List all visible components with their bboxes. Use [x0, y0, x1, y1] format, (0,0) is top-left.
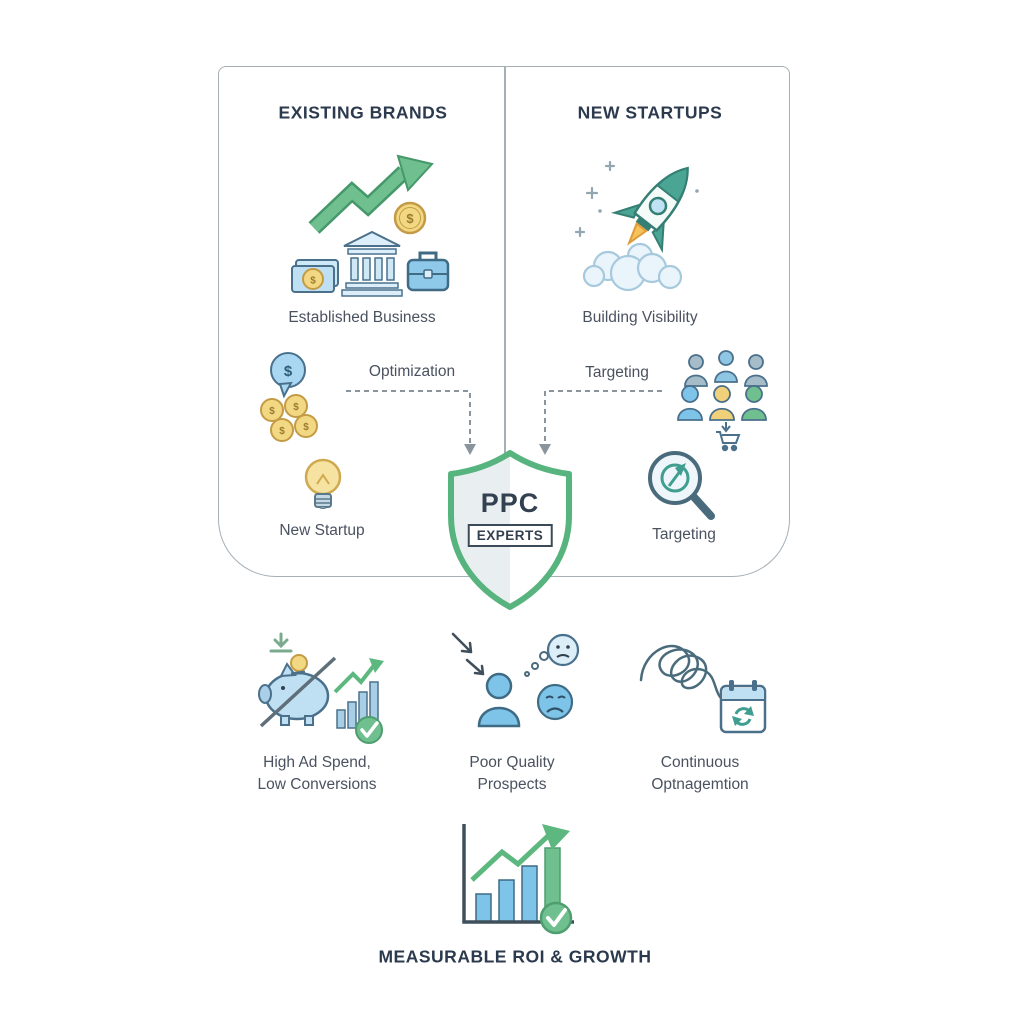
person-back-3 — [744, 354, 768, 387]
right-caption-top: Building Visibility — [582, 309, 698, 326]
slash-line — [259, 656, 337, 728]
person-front-3 — [741, 385, 767, 421]
high-ad-spend-icon — [258, 632, 384, 744]
continuous-work-icon — [639, 644, 767, 734]
person-front-1 — [677, 385, 703, 421]
rocket-body — [611, 166, 689, 254]
crowd-icon — [677, 350, 768, 452]
tangle-scribble — [639, 644, 725, 702]
piggy-bank-icon — [258, 654, 330, 726]
shield-title: PPC — [480, 488, 540, 518]
coin-stack: $ $ $ $ — [260, 394, 318, 442]
growth-arrow-icon: $ — [308, 154, 434, 235]
person-front-2 — [709, 385, 735, 421]
sparkles — [574, 160, 699, 238]
left-panel-title: EXISTING BRANDS — [278, 102, 448, 123]
download-arrow-icon — [269, 632, 293, 653]
pain-label-3: Continuous Optnagemtion — [651, 754, 749, 793]
roi-check-icon — [539, 901, 573, 935]
cart-icon — [716, 431, 741, 452]
panel-divider — [504, 66, 506, 456]
sad-face-icon — [536, 683, 574, 721]
right-connector-label: Targeting — [585, 364, 649, 381]
pain-label-1: High Ad Spend, Low Conversions — [257, 754, 377, 793]
bank-icon — [341, 230, 403, 297]
business-icons: $ — [291, 230, 450, 297]
rocket-icon — [574, 160, 699, 292]
svg-text:$: $ — [293, 402, 299, 413]
lightbulb-icon — [304, 458, 342, 509]
shield-subtitle: EXPERTS — [467, 524, 553, 547]
calendar-refresh-icon — [719, 680, 767, 734]
ppc-shield: PPC EXPERTS — [443, 448, 577, 612]
mini-bar-chart-icon — [333, 658, 384, 729]
left-connector-label: Optimization — [368, 363, 456, 380]
svg-text:$: $ — [303, 422, 309, 433]
person-back-2 — [714, 350, 738, 383]
down-arrow — [721, 422, 731, 433]
svg-text:$: $ — [269, 406, 275, 417]
magnifier-target-icon — [648, 451, 715, 520]
coin-symbol: $ — [406, 211, 414, 226]
footer-title: MEASURABLE ROI & GROWTH — [378, 946, 652, 967]
thought-dots — [524, 651, 549, 677]
person-icon — [477, 672, 521, 728]
darts-icon — [451, 632, 485, 676]
right-panel-title: NEW STARTUPS — [577, 102, 723, 123]
svg-text:$: $ — [310, 276, 316, 287]
person-back-1 — [684, 354, 708, 387]
coins-icon: $ $ $ $ $ — [260, 352, 318, 442]
smoke-clouds — [582, 242, 683, 292]
roi-chart-icon — [462, 824, 574, 935]
confused-face-icon — [546, 633, 580, 667]
svg-text:$: $ — [284, 363, 293, 380]
checkmark-icon — [355, 716, 383, 744]
poor-quality-icon — [451, 632, 580, 728]
svg-text:$: $ — [279, 426, 285, 437]
money-icon: $ — [291, 259, 339, 293]
right-caption-bottom: Targeting — [652, 526, 716, 543]
briefcase-icon — [406, 251, 450, 292]
left-caption-bottom: New Startup — [279, 522, 365, 539]
pain-label-2: Poor Quality Prospects — [469, 754, 555, 793]
left-caption-top: Established Business — [288, 309, 436, 326]
